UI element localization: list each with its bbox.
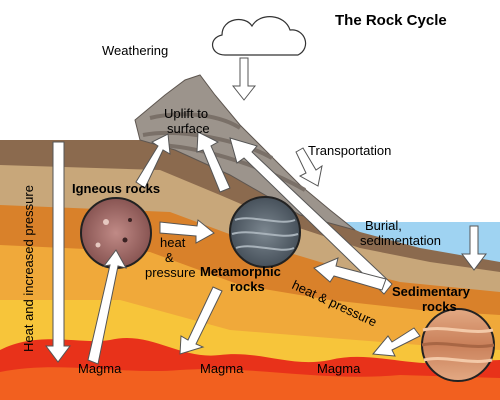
heat-pressure-left-3: pressure <box>145 265 196 280</box>
diagram-title: The Rock Cycle <box>335 12 447 29</box>
magma-glow <box>0 367 500 400</box>
uplift-label-line1: Uplift to <box>164 106 208 121</box>
metamorphic-label-line2: rocks <box>230 279 265 294</box>
weathering-arrow <box>231 57 257 101</box>
heat-pressure-down-arrow <box>45 141 71 363</box>
weathering-label: Weathering <box>102 43 168 58</box>
sedimentary-to-metamorphic-arrow <box>313 257 387 291</box>
magma-to-igneous-arrow <box>87 249 127 365</box>
metamorphic-to-magma-arrow <box>179 286 223 355</box>
sedimentary-uplift-arrow <box>229 137 393 295</box>
metamorphic-label-line1: Metamorphic <box>200 264 281 279</box>
heat-increased-pressure-label: Heat and increased pressure <box>21 185 36 352</box>
sedimentary-label-line1: Sedimentary <box>392 284 471 299</box>
sedimentary-label-line2: rocks <box>422 299 457 314</box>
igneous-uplift-arrow <box>135 133 171 189</box>
uplift-label-line2: surface <box>167 121 210 136</box>
burial-label-line1: Burial, <box>365 218 402 233</box>
transportation-label: Transportation <box>308 143 391 158</box>
transportation-arrow <box>295 147 323 187</box>
mountain-stripe-2 <box>142 131 273 160</box>
burial-label-line2: sedimentation <box>360 233 441 248</box>
magma-label-2: Magma <box>200 361 244 376</box>
magma-label-3: Magma <box>317 361 361 376</box>
heat-pressure-left-2: & <box>165 250 174 265</box>
metamorphic-rock-sample <box>229 196 301 268</box>
burial-arrow <box>461 225 487 271</box>
sedimentary-rock-sample <box>421 308 495 382</box>
cloud-icon <box>212 16 307 56</box>
arrows <box>45 57 487 365</box>
heat-pressure-left-1: heat <box>160 235 186 250</box>
igneous-to-metamorphic-arrow <box>159 219 215 244</box>
igneous-label: Igneous rocks <box>72 181 160 196</box>
metamorphic-uplift-arrow <box>196 131 231 193</box>
mountain-stripe-1 <box>149 112 242 130</box>
magma-label-1: Magma <box>78 361 122 376</box>
sedimentary-to-magma-arrow <box>372 327 421 357</box>
